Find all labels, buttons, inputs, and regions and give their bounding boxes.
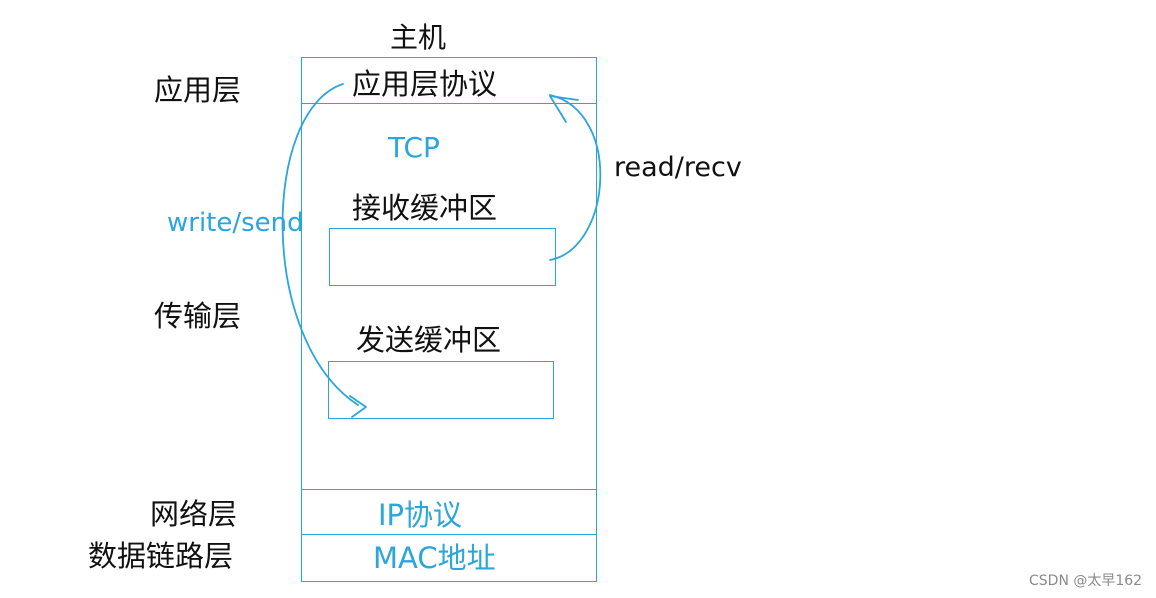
write-send-arrowhead	[349, 395, 367, 418]
write-send-label: write/send	[167, 208, 304, 238]
app-protocol-label: 应用层协议	[352, 67, 498, 101]
send-buffer-box	[328, 361, 554, 419]
watermark: CSDN @太早162	[1029, 573, 1143, 589]
ip-protocol-label: IP协议	[378, 498, 463, 532]
recv-buffer-box	[329, 228, 556, 286]
host-title: 主机	[390, 21, 447, 54]
send-buffer-label: 发送缓冲区	[356, 323, 502, 357]
recv-buffer-label: 接收缓冲区	[352, 191, 498, 225]
read-recv-arrow	[549, 94, 602, 261]
layer-label-application: 应用层	[154, 73, 242, 107]
datalink-layer-divider	[301, 534, 597, 535]
host-box	[301, 57, 597, 582]
read-recv-arrowhead	[549, 95, 579, 123]
mac-address-label: MAC地址	[373, 541, 496, 575]
write-send-arrow	[281, 83, 359, 406]
tcp-label: TCP	[388, 131, 440, 164]
app-layer-divider	[301, 103, 597, 104]
network-layer-divider	[301, 489, 597, 490]
layer-label-network: 网络层	[150, 497, 238, 531]
layer-label-transport: 传输层	[154, 299, 242, 333]
read-recv-label: read/recv	[614, 152, 742, 183]
layer-label-datalink: 数据链路层	[88, 539, 234, 573]
